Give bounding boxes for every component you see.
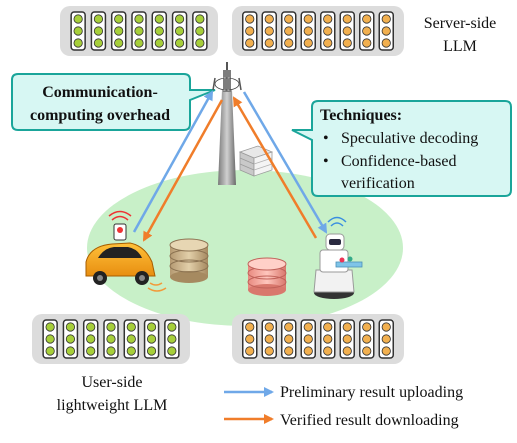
technique-item-1: Speculative decoding (341, 130, 478, 147)
neuron-column (300, 11, 316, 51)
neuron-column (192, 11, 208, 51)
technique-item-2-cont: verification (341, 175, 415, 192)
neuron-column (320, 11, 336, 51)
neuron-column (378, 319, 394, 359)
neuron-column (242, 319, 258, 359)
neuron-column (281, 319, 297, 359)
upload-arrow-robot (242, 91, 328, 234)
server-label-line1: Server-side (424, 15, 497, 32)
neuron-column (320, 319, 336, 359)
neuron-column (131, 11, 147, 51)
callout-line2: computing overhead (30, 107, 170, 124)
download-arrow-car (142, 99, 224, 242)
bullet-1: • (323, 130, 329, 147)
user-model-panel-left (32, 314, 190, 364)
server-model-panel-right (232, 6, 404, 56)
neuron-column (110, 11, 127, 51)
neuron-column (62, 319, 79, 359)
legend-download-label: Verified result downloading (280, 412, 459, 429)
communication-overhead-callout: Communication- computing overhead (11, 73, 216, 131)
server-rack-icon (238, 145, 274, 177)
server-model-panel-left (60, 6, 218, 56)
neuron-column (171, 11, 188, 51)
neuron-column (143, 319, 160, 359)
upload-arrow-car (132, 90, 214, 233)
neuron-column (359, 11, 375, 51)
neuron-column (90, 11, 107, 51)
neuron-column (339, 11, 355, 51)
neuron-column (261, 11, 277, 51)
database-icon-tan (169, 238, 209, 283)
user-label-line1: User-side (82, 374, 143, 391)
neuron-column (151, 11, 168, 51)
neuron-column (261, 319, 277, 359)
neuron-column (82, 319, 99, 359)
neuron-column (378, 11, 394, 51)
bullet-2: • (323, 153, 329, 170)
robot-icon (313, 216, 363, 299)
legend-upload-label: Preliminary result uploading (280, 384, 463, 401)
neuron-column (281, 11, 297, 51)
techniques-title: Techniques: (320, 107, 402, 124)
neuron-column (164, 319, 180, 359)
cell-tower-icon (212, 62, 242, 185)
neuron-column (103, 319, 119, 359)
technique-item-2: Confidence-based (341, 153, 457, 170)
neuron-column (339, 319, 355, 359)
download-arrow-robot (232, 96, 318, 239)
neuron-column (42, 319, 58, 359)
database-icon-pink (247, 257, 287, 296)
car-icon (85, 210, 167, 292)
neuron-column (359, 319, 375, 359)
user-model-panel-right (232, 314, 404, 364)
neuron-column (123, 319, 140, 359)
callout-line1: Communication- (42, 84, 158, 101)
neuron-column (70, 11, 86, 51)
techniques-callout: Techniques: • Speculative decoding • Con… (291, 100, 512, 197)
legend: Preliminary result uploading Verified re… (224, 384, 463, 429)
neuron-column (300, 319, 316, 359)
neuron-column (242, 11, 258, 51)
server-label-line2: LLM (443, 38, 477, 55)
user-label-line2: lightweight LLM (57, 397, 168, 414)
